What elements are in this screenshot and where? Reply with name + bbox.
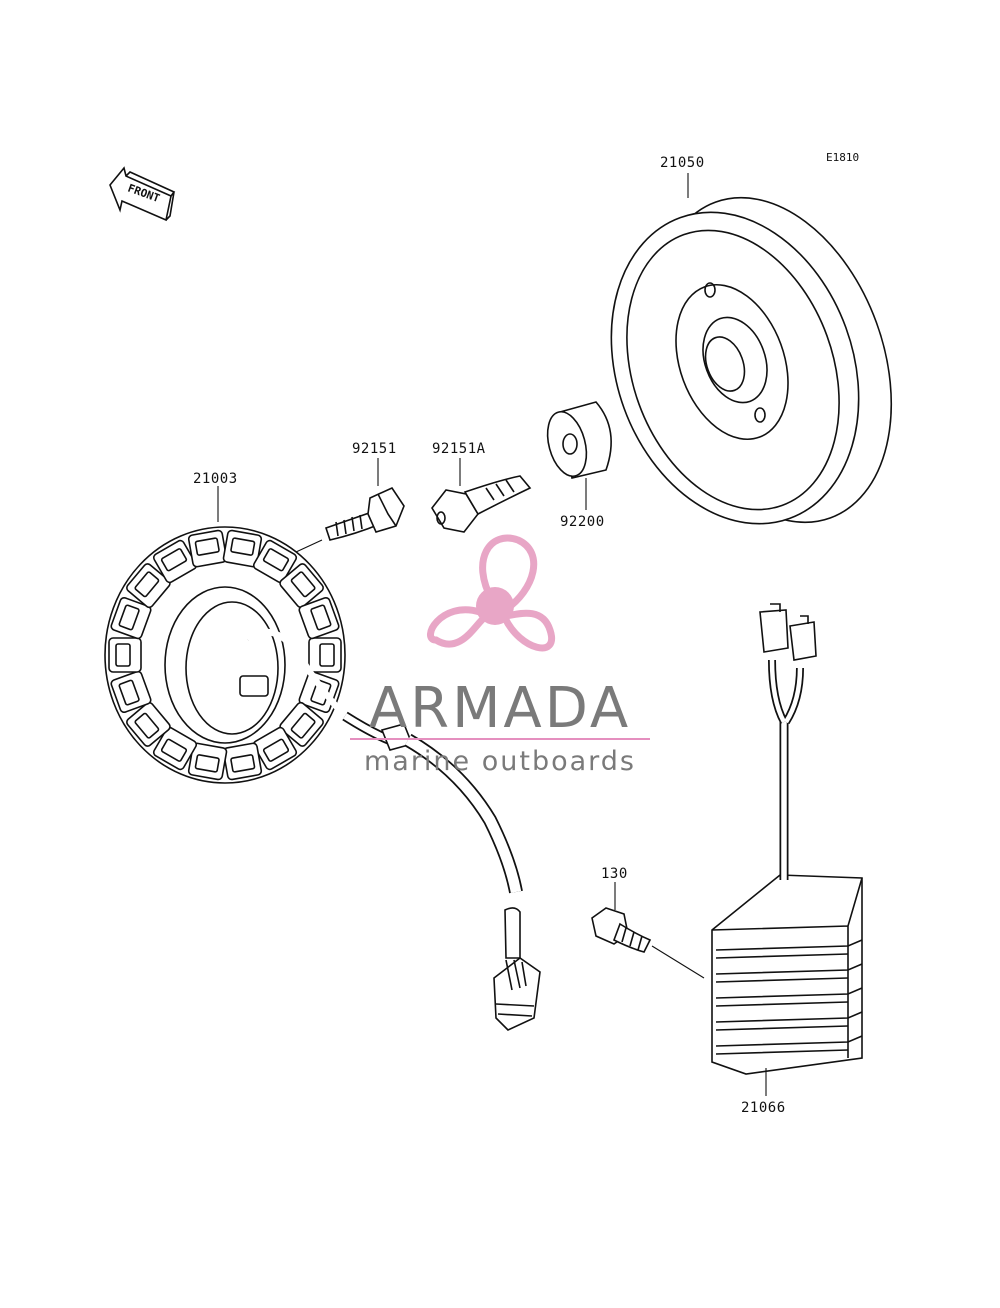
- leader-lines: [217, 173, 767, 1096]
- bolt-92151: [295, 486, 405, 553]
- collar-92200: [546, 401, 612, 479]
- propeller-logo-icon: [427, 534, 556, 652]
- watermark-title: ARMADA: [369, 676, 631, 741]
- diagram-code: E1810: [826, 151, 859, 164]
- rotor-flywheel: [610, 196, 893, 525]
- part-label: 92151: [352, 441, 397, 457]
- front-arrow-icon: FRONT: [109, 166, 176, 222]
- bolt-130: [591, 907, 705, 979]
- bolt-92151a: [431, 475, 532, 533]
- stator-harness: [342, 711, 541, 1031]
- part-label: 92151A: [432, 441, 486, 457]
- part-label: 92200: [560, 514, 605, 530]
- part-label: 21050: [660, 155, 705, 171]
- part-label: 21003: [193, 471, 238, 487]
- watermark: ARMADA marine outboards: [350, 534, 650, 777]
- part-label: 21066: [741, 1100, 786, 1116]
- part-labels: 21050 92151 92151A 92200 21003 130 21066: [193, 155, 786, 1116]
- part-label: 130: [601, 866, 628, 882]
- regulator-21066: [711, 603, 863, 1075]
- watermark-subtitle: marine outboards: [364, 746, 636, 777]
- stator-21003: [104, 526, 348, 784]
